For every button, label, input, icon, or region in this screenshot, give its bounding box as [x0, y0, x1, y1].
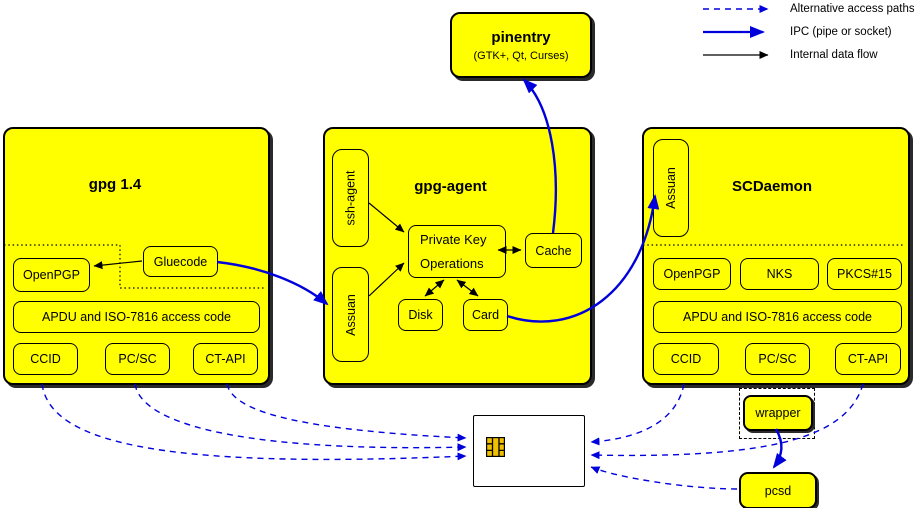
scdaemon-assuan-label: Assuan: [664, 167, 679, 209]
alt-scdaemon-ccid-to-smartcard: [590, 383, 685, 446]
pinentry-subtitle: (GTK+, Qt, Curses): [473, 49, 569, 62]
scdaemon-apdu-node: APDU and ISO-7816 access code: [653, 301, 902, 333]
ssh-agent-label: ssh-agent: [343, 170, 358, 226]
scdaemon-ctapi-node: CT-API: [835, 343, 901, 375]
gpg-agent-ssh-agent-node: ssh-agent: [332, 149, 369, 247]
scdaemon-title: SCDaemon: [731, 178, 813, 195]
pinentry-title: pinentry: [491, 28, 551, 46]
legend-internal-label: Internal data flow: [790, 49, 878, 61]
alt-gpg14-ctapi-to-smartcard: [226, 383, 467, 442]
disk-node: Disk: [398, 299, 443, 331]
gpg14-openpgp-node: OpenPGP: [13, 258, 90, 292]
legend-ipc-label: IPC (pipe or socket): [790, 26, 892, 38]
gpg14-pcsc-node: PC/SC: [105, 343, 170, 375]
cache-node: Cache: [525, 233, 582, 268]
alt-pcsd-to-smartcard: [590, 466, 738, 490]
alt-scdaemon-ctapi-to-smartcard: [590, 383, 864, 460]
scdaemon-ccid-node: CCID: [653, 343, 719, 375]
scdaemon-pkcs15-node: PKCS#15: [827, 258, 902, 290]
gpg14-ccid-node: CCID: [13, 343, 78, 375]
gpg14-gluecode-node: Gluecode: [143, 246, 218, 277]
legend-alternative-label: Alternative access paths: [790, 3, 914, 15]
scdaemon-nks-node: NKS: [740, 258, 819, 290]
pcsd-node: pcsd: [739, 472, 817, 508]
smartcard-box: [473, 415, 585, 487]
scdaemon-openpgp-node: OpenPGP: [653, 258, 731, 290]
wrapper-node: wrapper: [743, 395, 813, 431]
gpg-agent-assuan-node: Assuan: [332, 267, 369, 362]
private-key-ops-line1: Private Key: [420, 232, 487, 247]
private-key-ops-line2: Operations: [420, 256, 484, 271]
gpg-agent-title: gpg-agent: [414, 178, 487, 195]
gpg14-apdu-node: APDU and ISO-7816 access code: [13, 301, 260, 333]
alt-gpg14-pcsc-to-smartcard: [134, 383, 467, 452]
scdaemon-assuan-node: Assuan: [653, 139, 689, 237]
private-key-operations-node: Private Key Operations: [408, 225, 506, 278]
gpg14-title: gpg 1.4: [88, 176, 142, 193]
scdaemon-pcsc-node: PC/SC: [745, 343, 810, 375]
alt-gpg14-ccid-to-smartcard: [41, 383, 467, 461]
assuan-label: Assuan: [343, 293, 358, 336]
pinentry-box: pinentry (GTK+, Qt, Curses): [450, 12, 592, 78]
card-node: Card: [463, 299, 508, 331]
chip-contact-icon: [486, 437, 505, 457]
gpg14-ctapi-node: CT-API: [193, 343, 258, 375]
